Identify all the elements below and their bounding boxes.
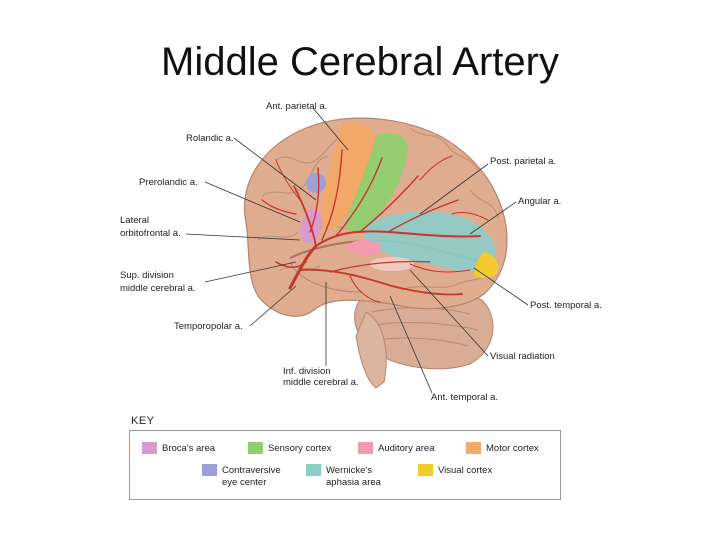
- auditory-area-region: [347, 240, 381, 256]
- label-prerolandic: Prerolandic a.: [139, 177, 198, 188]
- leader-lines: [185, 107, 529, 394]
- label-post-temporal: Post. temporal a.: [530, 300, 602, 311]
- key-label: Visual cortex: [438, 465, 493, 476]
- brocas-area-swatch: [142, 442, 157, 454]
- label-lateral-orbitofrontal-1: Lateral: [120, 215, 150, 226]
- wernickes-aphasia-area-swatch: [306, 464, 321, 476]
- auditory-area-swatch: [358, 442, 373, 454]
- key-label: Contraversive: [222, 465, 281, 476]
- label-inf-division-2: middle cerebral a.: [283, 377, 359, 388]
- contraversive-eye-center-region: [306, 173, 326, 193]
- label-sup-division-1: Sup. division: [120, 270, 174, 281]
- key-label: Auditory area: [378, 443, 435, 454]
- sensory-cortex-swatch: [248, 442, 263, 454]
- key-label-line-2: aphasia area: [326, 477, 381, 488]
- label-inf-division-1: Inf. division: [283, 366, 331, 377]
- label-ant-parietal: Ant. parietal a.: [266, 101, 328, 112]
- motor-cortex-swatch: [466, 442, 481, 454]
- key-legend: KEY Broca's area Sensory cortex Auditory…: [129, 412, 561, 500]
- label-visual-radiation: Visual radiation: [490, 351, 555, 362]
- key-box: Broca's area Sensory cortex Auditory are…: [129, 430, 561, 500]
- auditory-area-region-light: [370, 257, 414, 271]
- page-title: Middle Cerebral Artery: [161, 40, 559, 84]
- key-label: Wernicke's: [326, 465, 372, 476]
- label-lateral-orbitofrontal-2: orbitofrontal a.: [120, 228, 181, 239]
- label-angular: Angular a.: [518, 196, 562, 207]
- label-rolandic: Rolandic a.: [186, 133, 234, 144]
- key-label: Motor cortex: [486, 443, 539, 454]
- key-heading: KEY: [131, 415, 155, 427]
- label-post-parietal: Post. parietal a.: [490, 156, 557, 167]
- label-temporopolar: Temporopolar a.: [174, 321, 243, 332]
- brainstem: [355, 311, 387, 389]
- middle-cerebral-artery-branches: [261, 149, 489, 303]
- sensory-cortex-region: [345, 133, 408, 232]
- contraversive-eye-center-swatch: [202, 464, 217, 476]
- key-label: Sensory cortex: [268, 443, 332, 454]
- key-label-line-2: eye center: [222, 477, 267, 488]
- key-label: Broca's area: [162, 443, 216, 454]
- visual-cortex-swatch: [418, 464, 433, 476]
- visual-cortex-region: [474, 252, 499, 279]
- label-ant-temporal: Ant. temporal a.: [431, 392, 499, 403]
- label-sup-division-2: middle cerebral a.: [120, 283, 196, 294]
